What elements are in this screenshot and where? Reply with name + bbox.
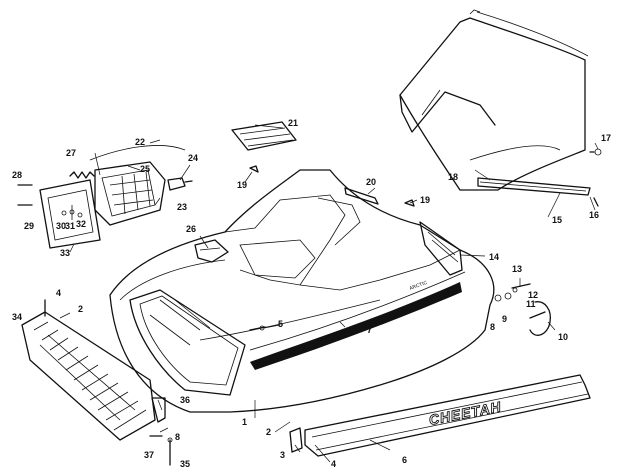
leader-lines (59, 124, 599, 463)
callout-37: 37 (144, 450, 154, 460)
adjuster-spring (69, 171, 95, 179)
hood (109, 169, 495, 413)
callout-32: 32 (76, 219, 86, 229)
callout-26: 26 (186, 224, 196, 234)
callout-5: 5 (278, 319, 283, 329)
hook-assembly (494, 283, 551, 336)
callout-19a: 19 (237, 180, 247, 190)
clip-19 (249, 165, 415, 207)
callout-8b: 8 (175, 432, 180, 442)
callout-33: 33 (60, 248, 70, 258)
callout-17: 17 (601, 133, 611, 143)
windshield (399, 9, 589, 191)
callout-28: 28 (12, 170, 22, 180)
callout-30: 30 (56, 221, 66, 231)
callout-12: 12 (528, 290, 538, 300)
callout-18: 18 (448, 172, 458, 182)
callout-11: 11 (526, 299, 536, 309)
callout-labels: 1 2 2 3 4 4 5 6 7 8 8 9 10 11 12 13 14 1… (12, 118, 611, 469)
hood-latch (289, 427, 303, 453)
callout-6: 6 (402, 455, 407, 465)
grille-fasteners (149, 435, 173, 466)
callout-20: 20 (366, 177, 376, 187)
callout-10: 10 (558, 332, 568, 342)
callout-2a: 2 (78, 304, 83, 314)
headlight-bezel (39, 179, 101, 249)
callout-8a: 8 (490, 322, 495, 332)
windshield-screws (589, 148, 602, 207)
callout-19b: 19 (420, 195, 430, 205)
dash-trim (344, 187, 379, 205)
callout-14: 14 (489, 252, 499, 262)
callout-4b: 4 (331, 459, 336, 469)
grille-bracket (151, 397, 166, 423)
callout-25: 25 (140, 164, 150, 174)
callout-22: 22 (135, 137, 145, 147)
callout-35: 35 (180, 459, 190, 469)
side-vent-grill (419, 221, 463, 276)
callout-27: 27 (66, 148, 76, 158)
hood-stripe (249, 271, 466, 370)
callout-4a: 4 (56, 288, 61, 298)
callout-7: 7 (367, 325, 372, 335)
callout-1: 1 (242, 417, 247, 427)
callout-24: 24 (188, 153, 198, 163)
windshield-trim (477, 177, 591, 196)
callout-3: 3 (280, 450, 285, 460)
callout-13: 13 (512, 264, 522, 274)
headlight-wire (89, 145, 186, 161)
side-decal: CHEETAH (304, 374, 591, 457)
callout-2b: 2 (266, 427, 271, 437)
callout-21: 21 (288, 118, 298, 128)
callout-31: 31 (65, 221, 75, 231)
hood-emblem-part (194, 239, 229, 263)
cowl-vent (231, 121, 297, 151)
bezel-screws (17, 184, 33, 206)
hood-emblem: ARCTIC (409, 280, 429, 292)
adjuster-hardware (61, 205, 83, 220)
callout-36: 36 (180, 395, 190, 405)
callout-15: 15 (552, 215, 562, 225)
callout-34: 34 (12, 312, 22, 322)
callout-23: 23 (177, 202, 187, 212)
callout-9: 9 (502, 314, 507, 324)
callout-29: 29 (24, 221, 34, 231)
callout-16: 16 (589, 210, 599, 220)
front-grille (21, 311, 156, 441)
hood-vent (129, 289, 246, 396)
